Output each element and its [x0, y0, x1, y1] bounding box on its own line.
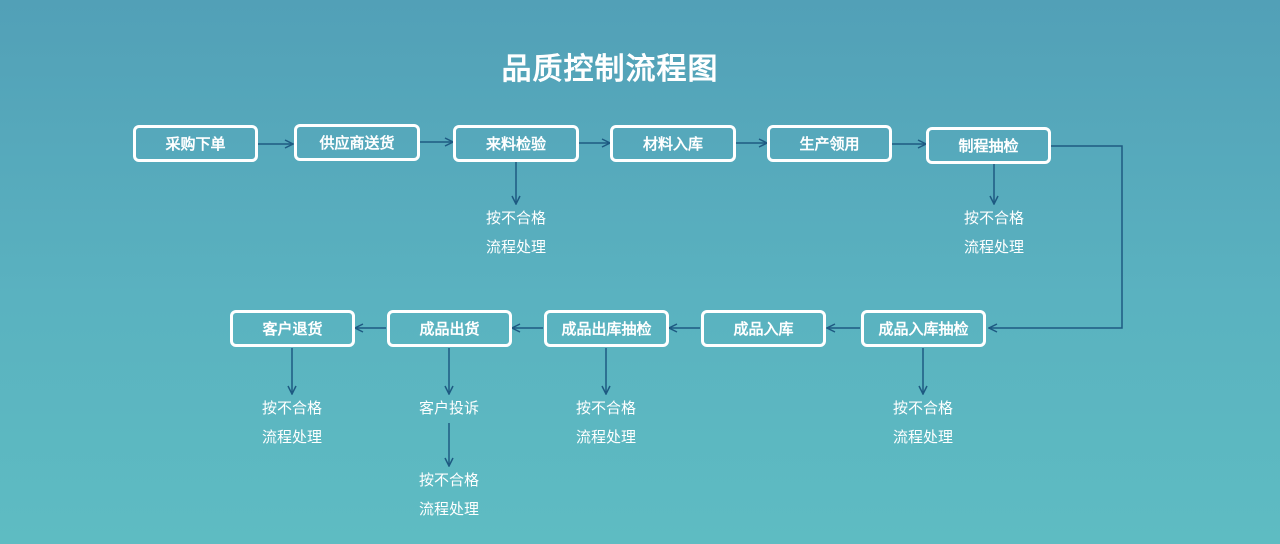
note-incoming-inspection: 按不合格 流程处理: [466, 204, 566, 262]
note-finished-outbound-sampling: 按不合格 流程处理: [556, 394, 656, 452]
note-line-2: 流程处理: [575, 428, 636, 446]
note-finished-storage-sampling: 按不合格 流程处理: [873, 394, 973, 452]
step-finished-storage: 成品入库: [701, 310, 826, 347]
note-customer-complaint: 客户投诉: [418, 399, 479, 417]
note-line-2: 流程处理: [892, 428, 953, 446]
note-customer-complaint-handling: 按不合格 流程处理: [399, 466, 499, 524]
note-line-2: 流程处理: [485, 238, 546, 256]
step-finished-storage-sampling: 成品入库抽检: [861, 310, 986, 347]
page-title: 品质控制流程图: [501, 52, 719, 87]
step-purchase-order: 采购下单: [133, 125, 258, 162]
note-line-2: 流程处理: [963, 238, 1024, 256]
note-line-1: 按不合格: [963, 209, 1024, 227]
step-finished-shipment: 成品出货: [387, 310, 512, 347]
note-line-1: 按不合格: [261, 399, 322, 417]
note-line-1: 按不合格: [485, 209, 546, 227]
note-line-2: 流程处理: [261, 428, 322, 446]
step-finished-outbound-sampling: 成品出库抽检: [544, 310, 669, 347]
step-process-sampling: 制程抽检: [926, 127, 1051, 164]
step-incoming-inspection: 来料检验: [453, 125, 579, 162]
step-supplier-delivery: 供应商送货: [294, 124, 420, 161]
step-production-picking: 生产领用: [767, 125, 892, 162]
note-line-1: 按不合格: [575, 399, 636, 417]
arrow-process-to-finished-sampling: [989, 145, 1123, 328]
note-process-sampling: 按不合格 流程处理: [944, 204, 1044, 262]
step-customer-return: 客户退货: [230, 310, 355, 347]
step-material-storage: 材料入库: [610, 125, 736, 162]
note-customer-return: 按不合格 流程处理: [242, 394, 342, 452]
note-line-2: 流程处理: [418, 500, 479, 518]
note-line-1: 按不合格: [892, 399, 953, 417]
note-line-1: 按不合格: [418, 471, 479, 489]
